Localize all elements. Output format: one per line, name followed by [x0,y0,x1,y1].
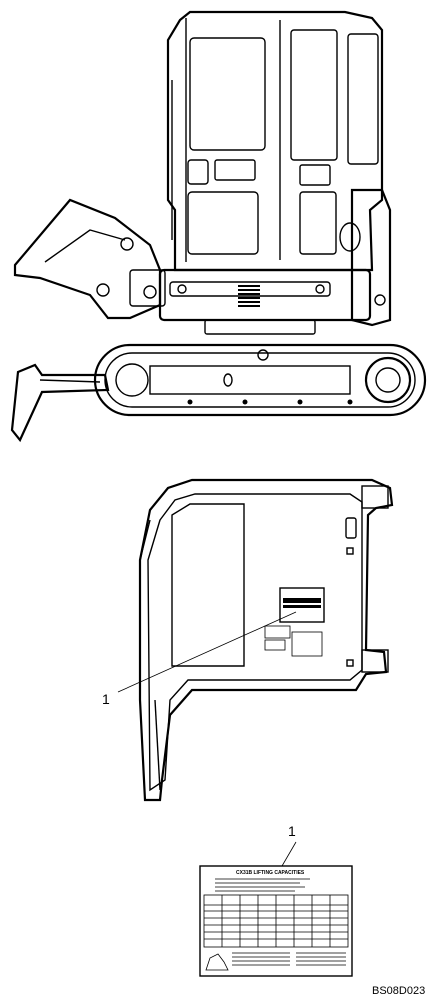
decal-stripes [238,285,260,307]
drawing-code: BS08D023 [372,985,425,997]
decal-leader-line [281,841,297,867]
cab-callout-number: 1 [102,691,110,707]
excavator-illustration [10,10,427,443]
decal-title: CX31B LIFTING CAPACITIES [236,870,305,876]
decal-callout-number: 1 [288,823,296,839]
lifting-capacity-decal: 1 CX31B LIFTING CAPACITIES [199,823,353,977]
cab-frame-illustration [138,478,394,802]
cab-leader-line [117,611,297,693]
